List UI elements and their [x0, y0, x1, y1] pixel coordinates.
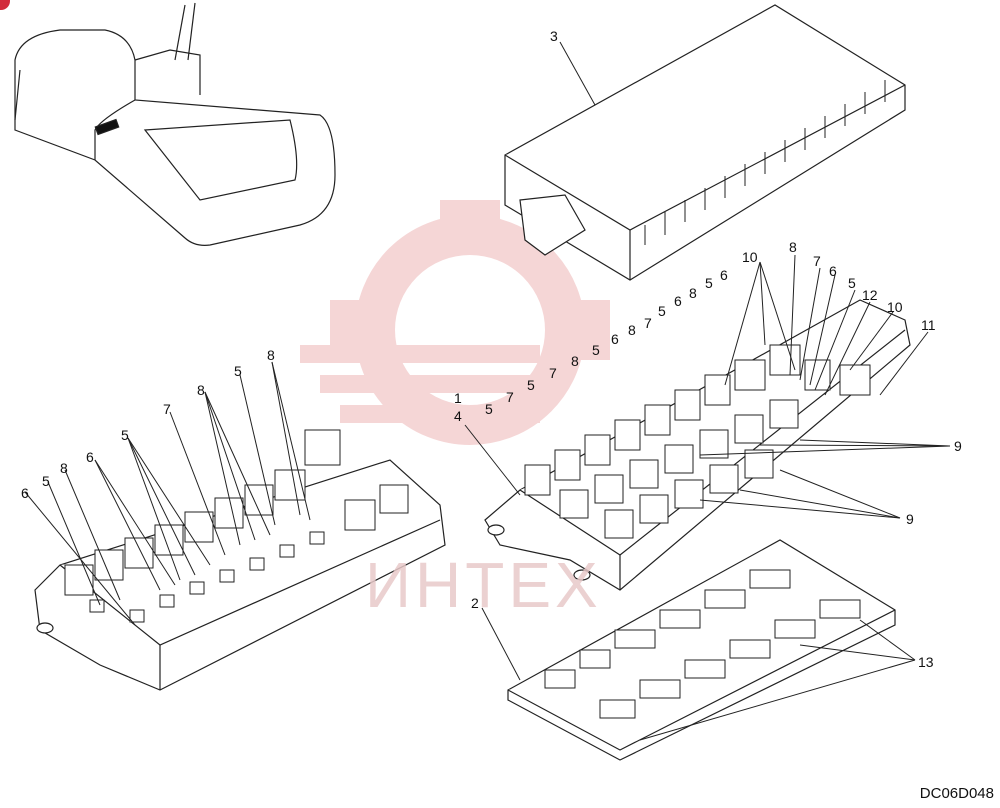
callout-11: 11	[921, 317, 936, 333]
watermark-gear-icon	[300, 200, 610, 445]
callout-5: 5	[42, 473, 50, 489]
callout-8: 8	[197, 382, 205, 398]
drawing-code: DC06D048	[919, 785, 994, 802]
callout-9: 9	[954, 438, 962, 454]
callout-8: 8	[628, 322, 636, 338]
callout-6: 6	[611, 331, 619, 347]
callout-6: 6	[21, 485, 29, 501]
callout-6: 6	[720, 267, 728, 283]
fuse-box-assembly-right	[484, 299, 911, 591]
callout-9: 9	[906, 511, 914, 527]
callout-7: 7	[644, 315, 652, 331]
callout-8: 8	[689, 285, 697, 301]
callout-5: 5	[705, 275, 713, 291]
callout-7: 7	[813, 253, 821, 269]
watermark-text: ИНТЕХ	[365, 549, 602, 621]
callout-5: 5	[592, 342, 600, 358]
callout-1: 1	[454, 390, 462, 406]
callout-5: 5	[485, 401, 493, 417]
callout-8: 8	[571, 353, 579, 369]
callout-5: 5	[527, 377, 535, 393]
callout-2: 2	[471, 595, 479, 611]
callout-6: 6	[829, 263, 837, 279]
callout-6: 6	[674, 293, 682, 309]
fuse-box-base-tray	[507, 539, 896, 761]
callout-8: 8	[267, 347, 275, 363]
callout-7: 7	[549, 365, 557, 381]
callout-10: 10	[742, 249, 758, 265]
callout-8: 8	[60, 460, 68, 476]
callout-5: 5	[121, 427, 129, 443]
corner-badge-icon	[0, 0, 10, 10]
callout-5: 5	[848, 275, 856, 291]
callout-12: 12	[862, 287, 878, 303]
fuse-box-cover	[504, 4, 906, 281]
callout-6: 6	[86, 449, 94, 465]
callout-7: 7	[163, 401, 171, 417]
callout-4: 4	[454, 408, 462, 424]
callout-5: 5	[658, 303, 666, 319]
callout-7: 7	[506, 389, 514, 405]
callout-3: 3	[550, 28, 558, 44]
callout-13: 13	[918, 654, 934, 670]
callout-5: 5	[234, 363, 242, 379]
cab-illustration	[14, 2, 336, 246]
fuse-box-assembly-left	[34, 429, 446, 691]
callout-10: 10	[887, 299, 903, 315]
callout-labels: 3 10 8 7 6 5 12 10 11 5 6 8 6 5 7 6 8 5 …	[21, 28, 962, 670]
callout-8: 8	[789, 239, 797, 255]
leader-lines	[24, 41, 951, 741]
